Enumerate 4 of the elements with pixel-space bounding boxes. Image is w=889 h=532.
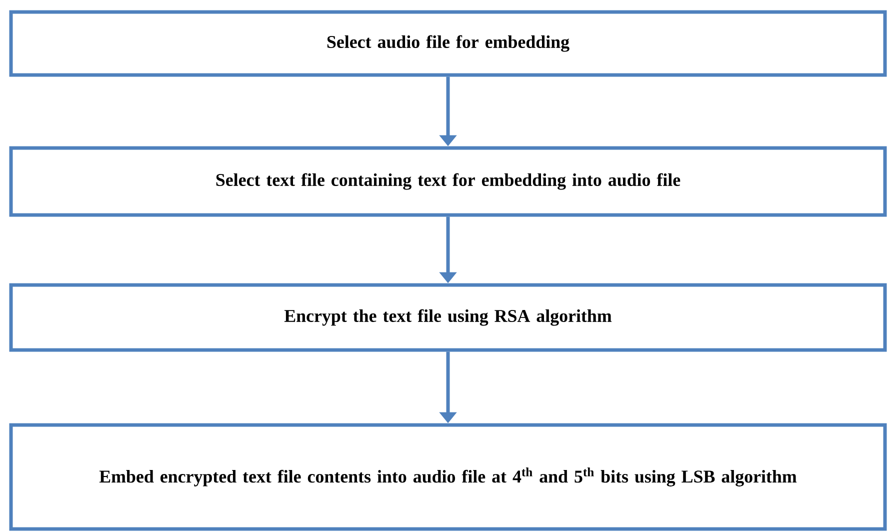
process-box: Select text file containing text for embedding into audio file xyxy=(9,146,887,217)
process-box: Select audio file for embedding xyxy=(9,10,887,77)
process-box: Embed encrypted text file contents into audio file at 4$^{th}$ and 5$^{th}$ bits using LSB algorithm xyxy=(9,423,887,531)
process-box: Encrypt the text file using RSA algorithm xyxy=(9,283,887,352)
